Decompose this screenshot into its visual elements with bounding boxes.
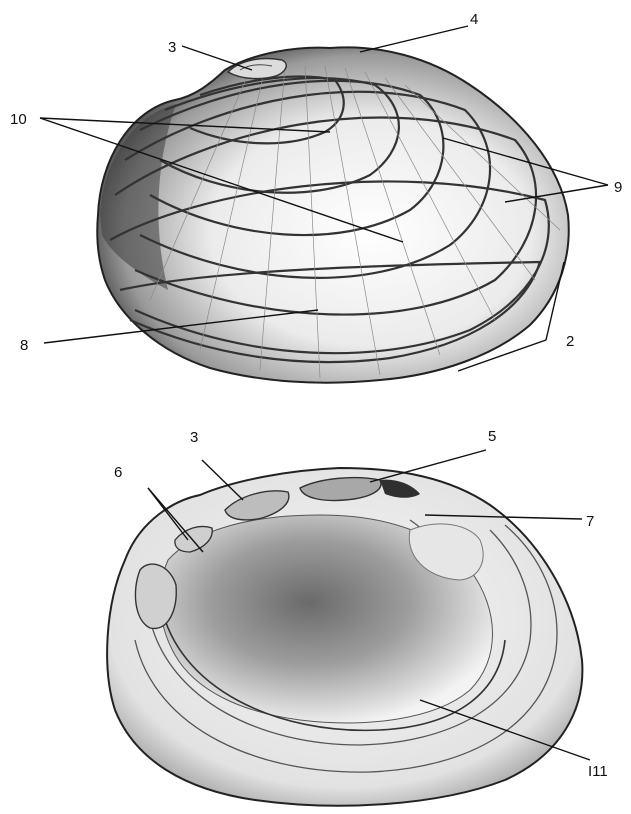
shell-exterior (97, 47, 568, 382)
label-5: 5 (488, 428, 496, 445)
label-6: 6 (114, 464, 122, 481)
label-9: 9 (614, 179, 622, 196)
label-3-bottom: 3 (190, 429, 198, 446)
label-10: 10 (10, 111, 27, 128)
label-8: 8 (20, 337, 28, 354)
umbo (228, 59, 286, 79)
label-11: I11 (588, 763, 608, 780)
label-4: 4 (470, 11, 478, 28)
shell-interior (107, 468, 582, 806)
label-2: 2 (566, 333, 574, 350)
label-3-top: 3 (168, 39, 176, 56)
anterior-adductor-scar (135, 564, 176, 628)
label-7: 7 (586, 513, 594, 530)
